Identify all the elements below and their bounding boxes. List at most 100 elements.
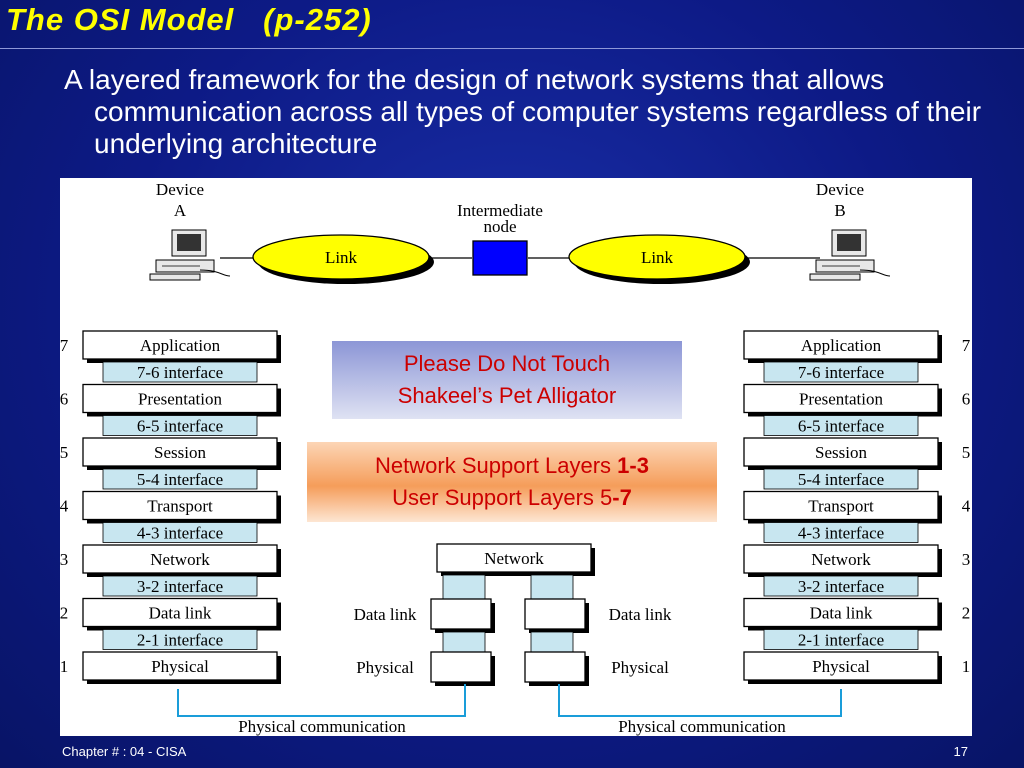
physical-communication-label-right: Physical communication: [618, 717, 786, 736]
device-b-layer-5: [743, 437, 939, 467]
device-b-interface-5-label: 3-2 interface: [798, 577, 884, 596]
device-b-layer-number-7: 7: [962, 336, 971, 355]
device-a-layer-7: [82, 330, 278, 360]
slide-bullet: A layered framework for the design of ne…: [64, 64, 982, 159]
device-a-layer-5-label: Session: [154, 443, 206, 462]
device-b-interface-5: [763, 575, 919, 597]
link-2-label: Link: [641, 248, 674, 267]
intermediate-left-physical-label: Physical: [356, 658, 414, 677]
link-2-ellipse: [568, 234, 746, 280]
device-a-layer-number-5: 5: [60, 443, 68, 462]
device-a-layer-3-label: Network: [150, 550, 210, 569]
device-a-interface-2-label: 6-5 interface: [137, 417, 223, 436]
device-a-layer-4-label: Transport: [147, 497, 213, 516]
device-b-interface-6-label: 2-1 interface: [798, 631, 884, 650]
device-b-interface-4: [763, 522, 919, 543]
device-a-computer-icon: [149, 229, 231, 281]
slide-title: The OSI Model (p-252): [6, 2, 372, 37]
physical-communication-line-right: [558, 684, 842, 717]
user-support-range: -7: [612, 485, 632, 510]
physical-communication-line-left: [177, 684, 466, 717]
device-a-layer-3: [82, 544, 278, 574]
link-1-ellipse: [252, 234, 430, 280]
device-a-layer-2: [82, 597, 278, 628]
device-a-interface-3-label: 5-4 interface: [137, 470, 223, 489]
intermediate-node-label-line-2: node: [483, 217, 516, 236]
intermediate-node-label-line-1: Intermediate: [457, 201, 543, 220]
device-a-interface-1-label: 7-6 interface: [137, 363, 223, 382]
intermediate-left-interface-lower: [442, 631, 486, 653]
device-a-interface-6: [102, 629, 258, 650]
device-b-layer-6: [743, 383, 939, 414]
device-b-layer-7: [743, 330, 939, 360]
device-a-layer-2-label: Data link: [149, 604, 212, 623]
intermediate-node-box: [472, 240, 528, 276]
intermediate-left-interface-upper: [442, 574, 486, 600]
device-b-layer-number-3: 3: [962, 550, 971, 569]
device-a-layer-6-label: Presentation: [138, 390, 223, 409]
intermediate-right-physical-label: Physical: [611, 658, 669, 677]
device-b-layer-number-4: 4: [962, 497, 971, 516]
mnemonic-box: Please Do Not Touch Shakeel’s Pet Alliga…: [332, 341, 682, 419]
device-b-interface-2-label: 6-5 interface: [798, 417, 884, 436]
device-b-layer-2-label: Data link: [810, 604, 873, 623]
physical-communication-label-left: Physical communication: [238, 717, 406, 736]
device-b-layer-2: [743, 597, 939, 628]
device-a-interface-5: [102, 575, 258, 597]
device-b-layer-6-label: Presentation: [799, 390, 884, 409]
device-b-layer-4: [743, 490, 939, 521]
device-b-layer-3-label: Network: [811, 550, 871, 569]
network-support-text: Network Support Layers: [375, 453, 618, 478]
device-b-layer-1-label: Physical: [812, 657, 870, 676]
device-a-layer-number-2: 2: [60, 604, 68, 623]
device-b-layer-number-1: 1: [962, 657, 971, 676]
network-support-line: Network Support Layers 1-3: [307, 450, 717, 482]
device-b-interface-6: [763, 629, 919, 650]
mnemonic-line-2: Shakeel’s Pet Alligator: [397, 383, 617, 408]
device-a-layer-6: [82, 383, 278, 414]
device-a-layer-7-label: Application: [140, 336, 221, 355]
title-divider: [0, 48, 1024, 49]
device-b-interface-3: [763, 468, 919, 490]
device-a-interface-3: [102, 468, 258, 490]
device-a-interface-1: [102, 361, 258, 383]
device-a-layer-1: [82, 651, 278, 681]
intermediate-right-data-link-label: Data link: [609, 605, 672, 624]
device-b-interface-1: [763, 361, 919, 383]
device-a-layer-4: [82, 490, 278, 521]
device-b-layer-4-label: Transport: [808, 497, 874, 516]
intermediate-layer-network: [436, 543, 592, 573]
device-b-interface-3-label: 5-4 interface: [798, 470, 884, 489]
support-layers-box: Network Support Layers 1-3 User Support …: [307, 442, 717, 522]
device-b-label-line-2: B: [834, 201, 845, 220]
device-a-layer-number-3: 3: [60, 550, 68, 569]
device-a-layer-number-4: 4: [60, 497, 69, 516]
user-support-text: User Support Layers 5: [392, 485, 613, 510]
footer-page-number: 17: [953, 744, 968, 759]
device-b-layer-7-label: Application: [801, 336, 882, 355]
device-a-interface-4: [102, 522, 258, 543]
device-a-interface-4-label: 4-3 interface: [137, 524, 223, 543]
intermediate-left-data-link-box: [430, 598, 492, 630]
device-b-layer-1: [743, 651, 939, 681]
intermediate-right-interface-upper: [530, 574, 574, 600]
device-a-interface-2: [102, 415, 258, 436]
device-a-interface-5-label: 3-2 interface: [137, 577, 223, 596]
device-a-interface-6-label: 2-1 interface: [137, 631, 223, 650]
mnemonic-line-1: Please Do Not Touch: [403, 351, 611, 376]
device-b-layer-5-label: Session: [815, 443, 867, 462]
device-a-label-line-2: A: [174, 201, 187, 220]
link-1-label: Link: [325, 248, 358, 267]
user-support-line: User Support Layers 5-7: [307, 482, 717, 514]
device-b-interface-1-label: 7-6 interface: [798, 363, 884, 382]
device-a-layer-number-7: 7: [60, 336, 69, 355]
device-b-interface-2: [763, 415, 919, 436]
device-a-layer-number-1: 1: [60, 657, 68, 676]
device-b-computer-icon: [809, 229, 891, 281]
device-b-layer-number-2: 2: [962, 604, 971, 623]
device-b-layer-number-6: 6: [962, 390, 971, 409]
intermediate-layer-network-label: Network: [484, 549, 544, 568]
device-b-label-line-1: Device: [816, 180, 864, 199]
